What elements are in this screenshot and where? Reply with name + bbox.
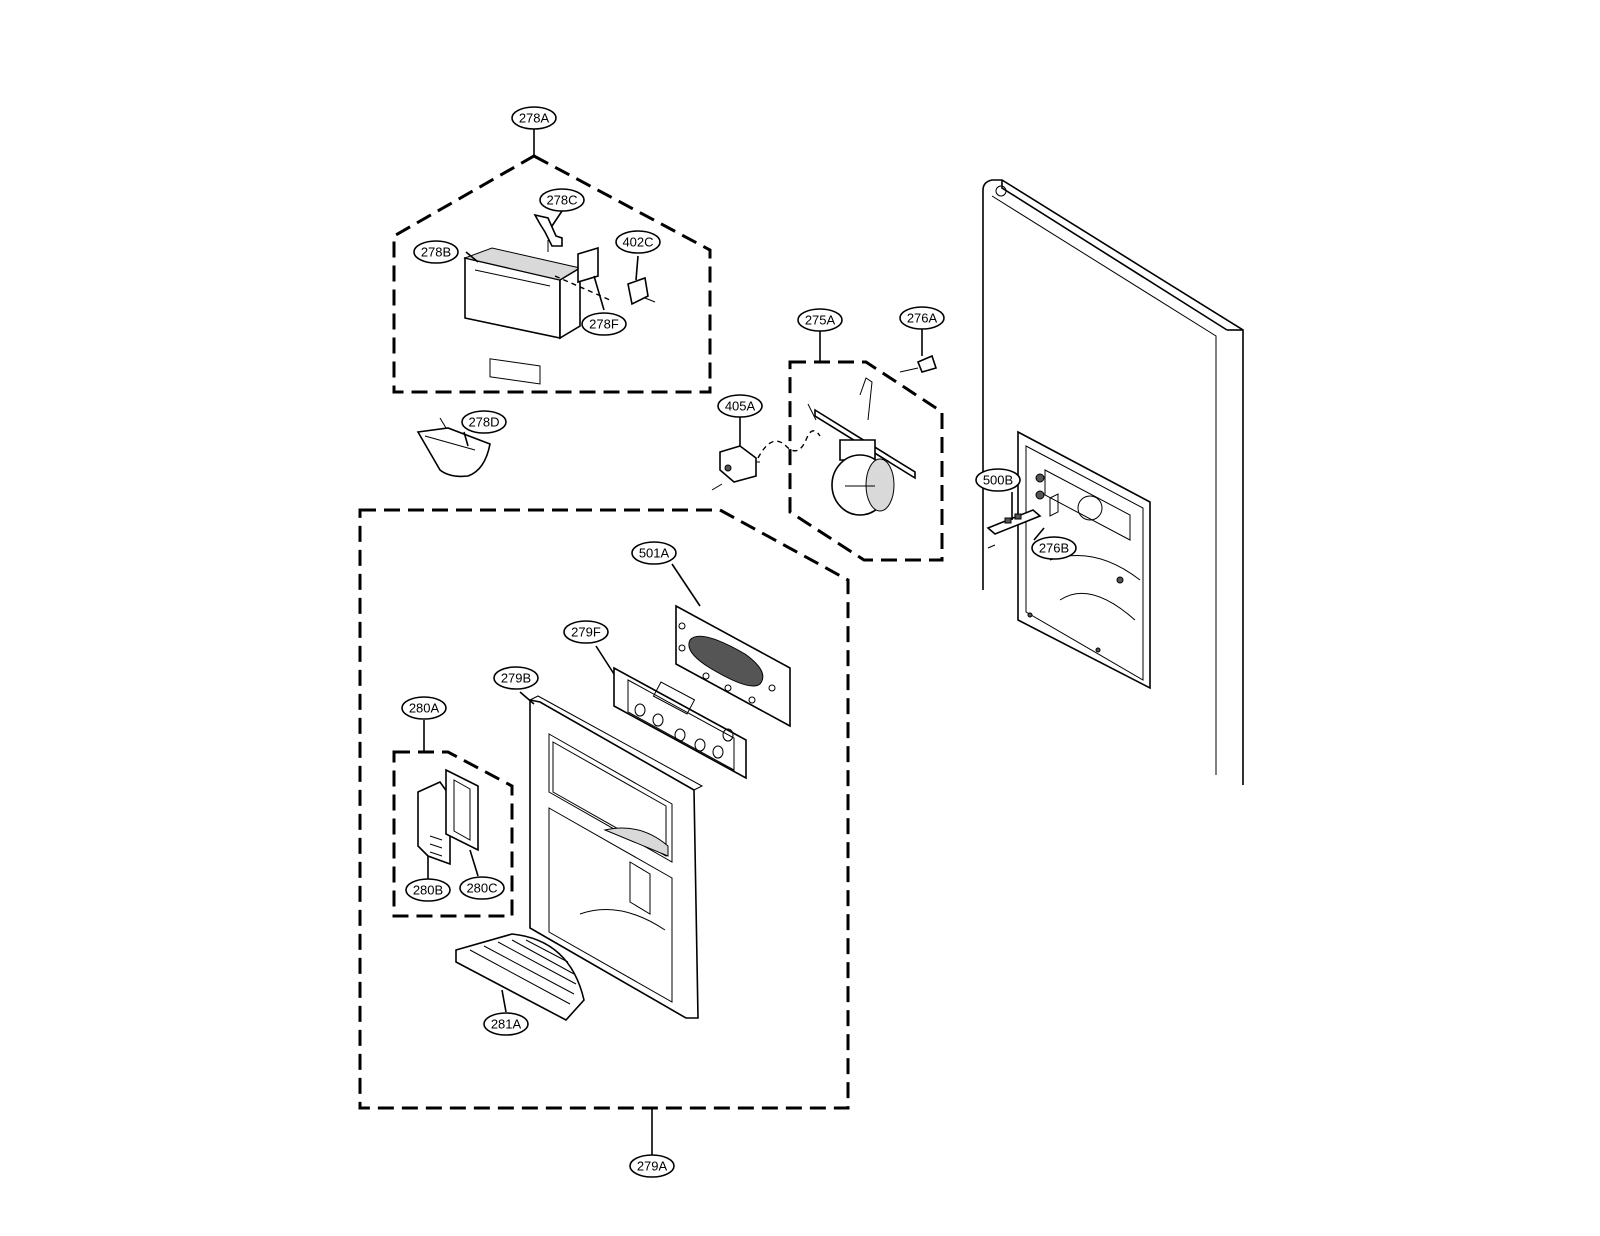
part-402c-switch bbox=[627, 276, 656, 306]
part-275a-motor bbox=[807, 377, 916, 516]
part-279b-frame bbox=[519, 691, 704, 1019]
part-500b-board bbox=[986, 493, 1059, 549]
svg-text:280C: 280C bbox=[466, 881, 497, 896]
callout-280a: 280A bbox=[401, 696, 447, 720]
svg-text:402C: 402C bbox=[622, 235, 653, 250]
part-280b-cover bbox=[417, 780, 451, 880]
group-279a-outline bbox=[358, 508, 850, 1110]
callout-276b: 276B bbox=[1031, 536, 1077, 560]
svg-text:279B: 279B bbox=[501, 671, 531, 686]
svg-text:500B: 500B bbox=[983, 473, 1013, 488]
svg-text:279A: 279A bbox=[637, 1159, 668, 1174]
callout-279b: 279B bbox=[493, 666, 539, 690]
callout-279a: 279A bbox=[629, 1154, 675, 1178]
part-278d-cup bbox=[416, 417, 491, 478]
callout-278b: 278B bbox=[413, 240, 459, 264]
callout-281a: 281A bbox=[483, 1012, 529, 1036]
callout-278f: 278F bbox=[581, 312, 627, 336]
svg-text:278A: 278A bbox=[519, 111, 550, 126]
callout-275a: 275A bbox=[797, 308, 843, 332]
svg-text:276A: 276A bbox=[907, 311, 938, 326]
leader-lines bbox=[463, 210, 1045, 541]
svg-text:276B: 276B bbox=[1039, 541, 1069, 556]
svg-text:278C: 278C bbox=[546, 193, 577, 208]
svg-text:280B: 280B bbox=[413, 883, 443, 898]
part-281a-tray bbox=[455, 933, 585, 1021]
door-panel bbox=[982, 179, 1244, 785]
callout-278d: 278D bbox=[461, 410, 507, 434]
svg-text:405A: 405A bbox=[725, 399, 756, 414]
part-280c-bracket bbox=[445, 768, 479, 877]
part-279f-board bbox=[595, 645, 747, 780]
callout-276a: 276A bbox=[899, 306, 945, 330]
part-405a-switch bbox=[711, 416, 821, 491]
callout-500b: 500B bbox=[975, 468, 1021, 492]
part-278f-plate bbox=[554, 246, 611, 301]
part-278b-housing bbox=[463, 247, 582, 385]
callout-280c: 280C bbox=[459, 876, 505, 900]
callout-402c: 402C bbox=[615, 230, 661, 254]
svg-text:278D: 278D bbox=[468, 415, 499, 430]
callout-280b: 280B bbox=[405, 878, 451, 902]
svg-text:280A: 280A bbox=[409, 701, 440, 716]
part-278c-clip bbox=[533, 213, 563, 252]
callout-278c: 278C bbox=[539, 188, 585, 212]
svg-text:279F: 279F bbox=[571, 625, 601, 640]
callout-278a: 278A bbox=[511, 106, 557, 130]
callout-501a: 501A bbox=[631, 541, 677, 565]
callout-279f: 279F bbox=[563, 620, 609, 644]
part-501a-panel bbox=[671, 563, 791, 728]
group-278a-outline bbox=[392, 154, 712, 394]
part-276a-bracket bbox=[899, 328, 938, 373]
svg-text:278F: 278F bbox=[589, 317, 619, 332]
svg-text:281A: 281A bbox=[491, 1017, 522, 1032]
svg-text:501A: 501A bbox=[639, 546, 670, 561]
group-275a-outline bbox=[788, 360, 944, 562]
dispenser-recess bbox=[1017, 430, 1151, 690]
svg-text:275A: 275A bbox=[805, 313, 836, 328]
svg-text:278B: 278B bbox=[421, 245, 451, 260]
callout-405a: 405A bbox=[717, 394, 763, 418]
